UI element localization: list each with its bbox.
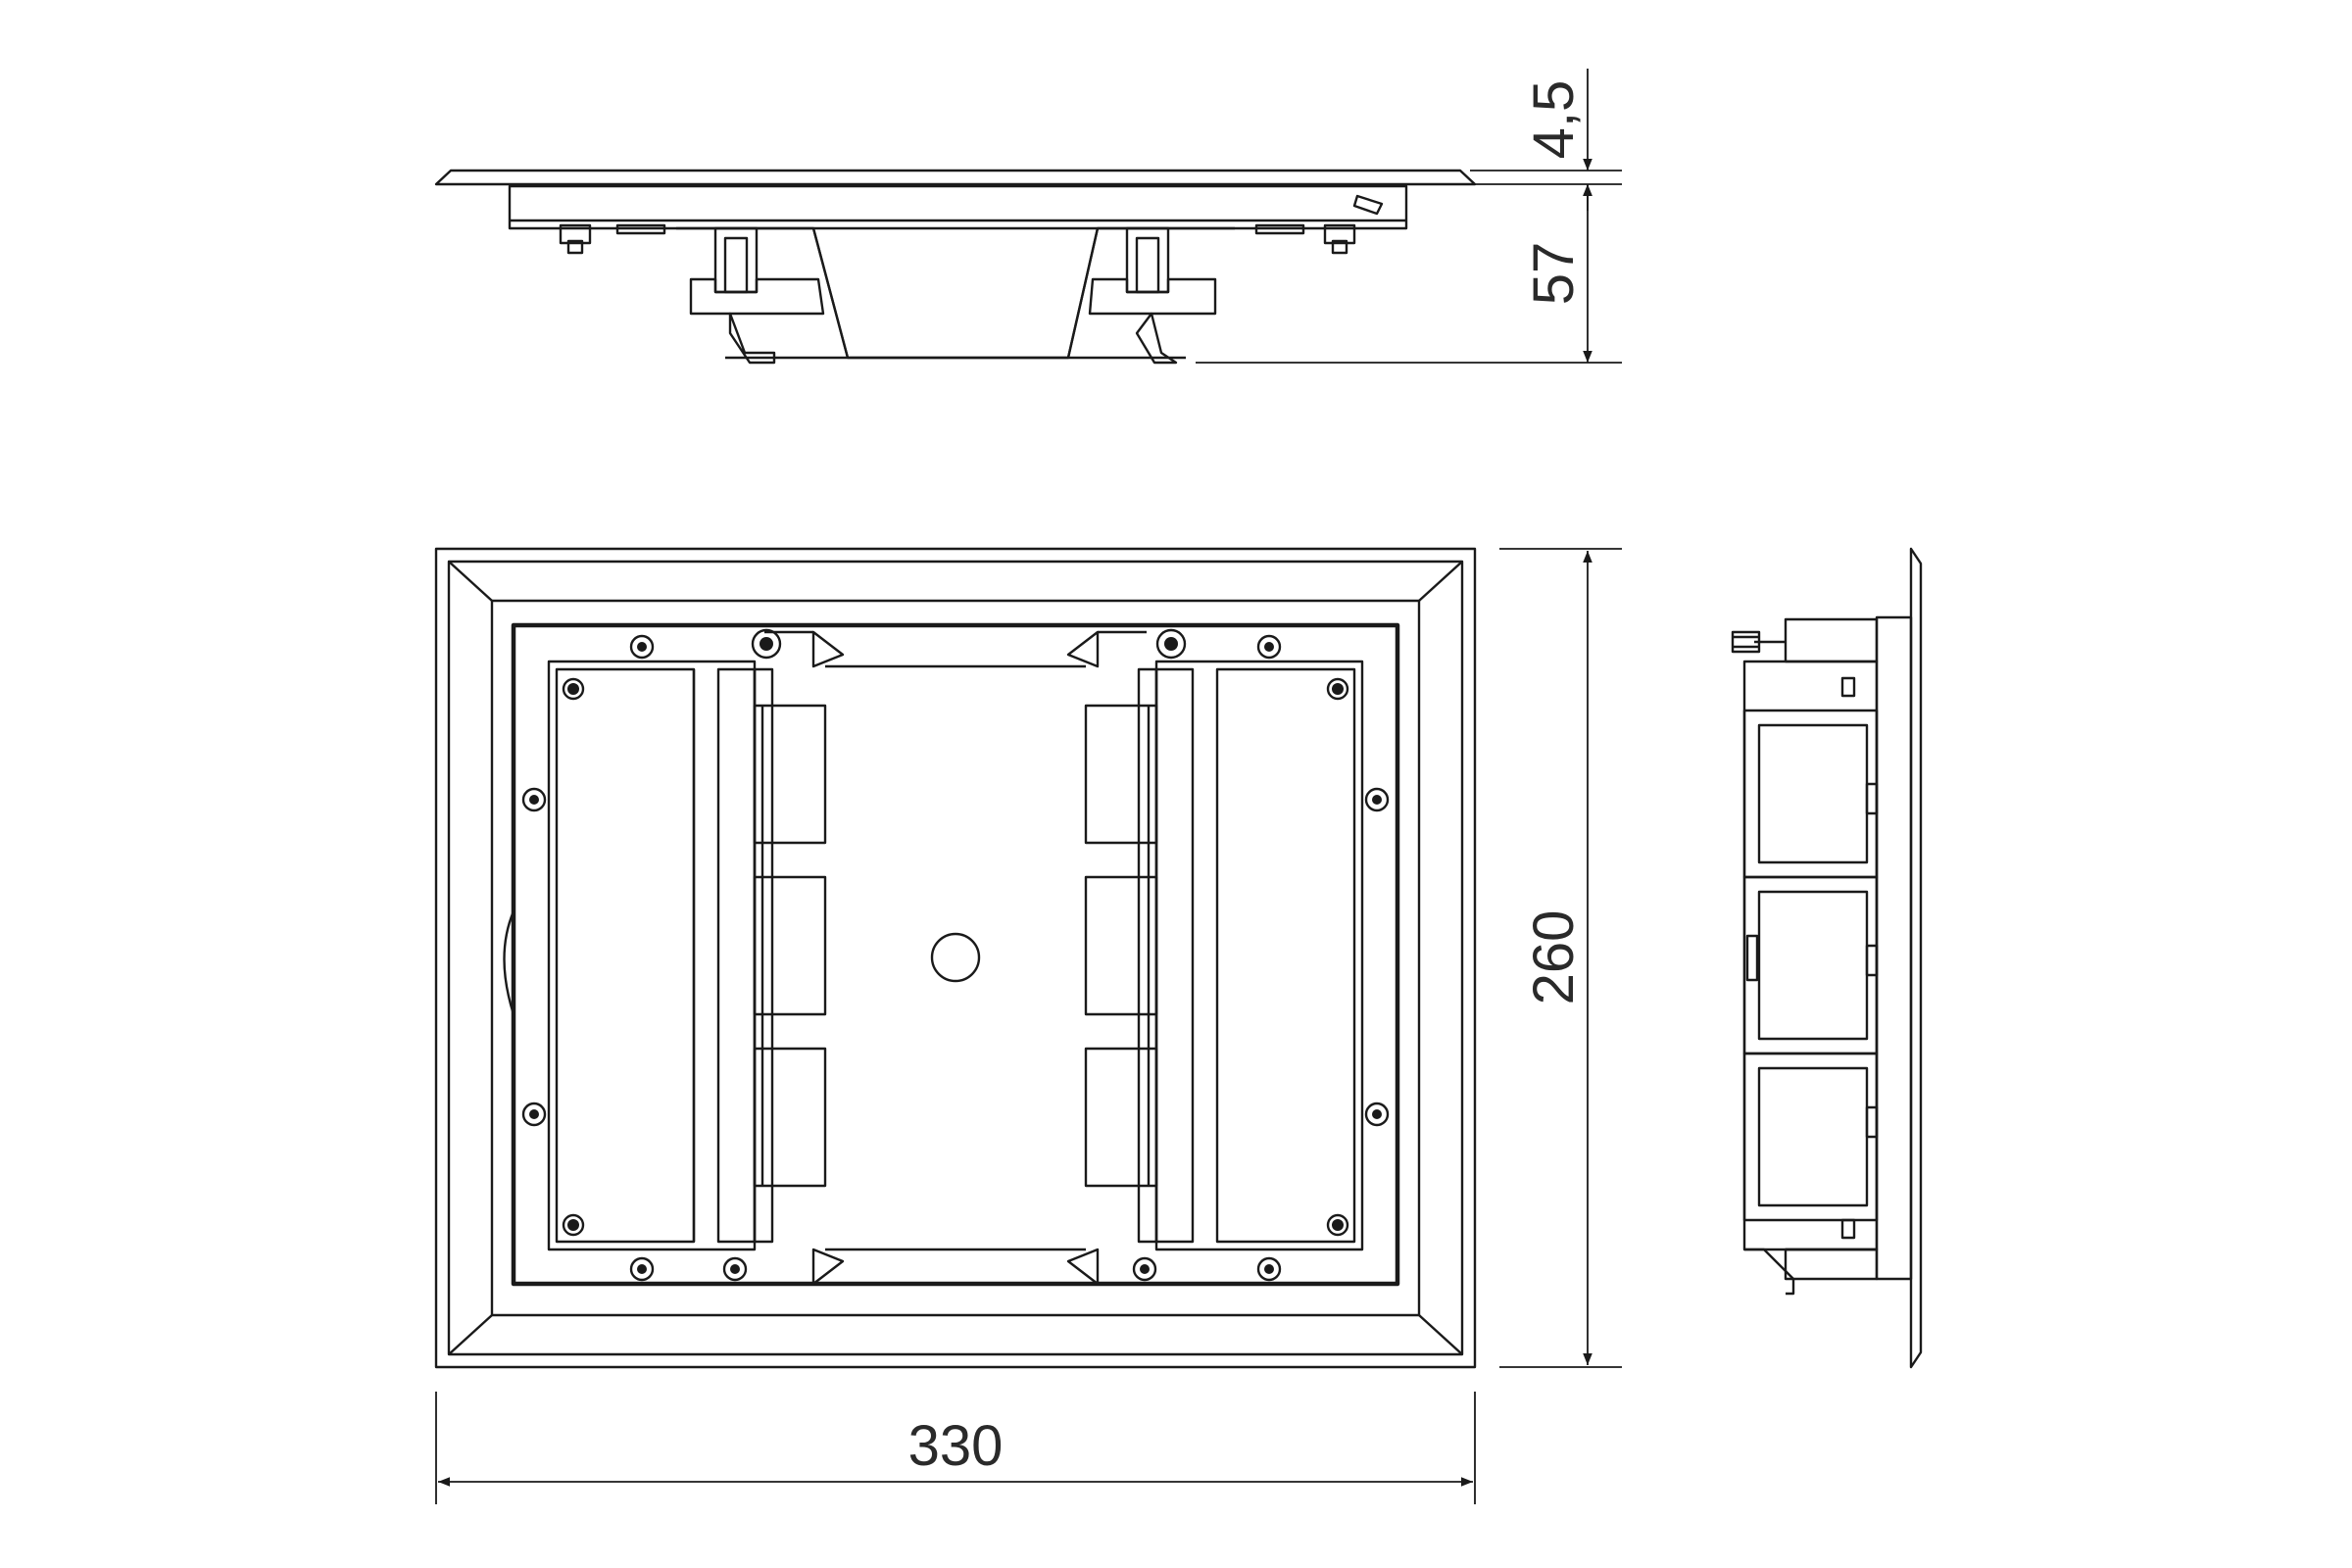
dimension-height: 260 <box>1499 548 1622 1368</box>
dimension-width: 330 <box>435 1392 1476 1504</box>
dim-label-height: 260 <box>1522 910 1586 1005</box>
dim-label-installation-depth: 57 <box>1522 242 1586 306</box>
dim-label-frame-thickness: 4,5 <box>1522 80 1586 160</box>
dim-label-width: 330 <box>908 1414 1004 1478</box>
dimension-frame-thickness: 4,5 <box>1470 69 1622 211</box>
screw-set <box>521 628 1390 1282</box>
plan-view <box>434 547 1477 1369</box>
dimension-installation-depth: 57 <box>1196 184 1622 364</box>
side-elevation-view <box>1731 547 1923 1369</box>
front-elevation-view <box>434 169 1477 365</box>
